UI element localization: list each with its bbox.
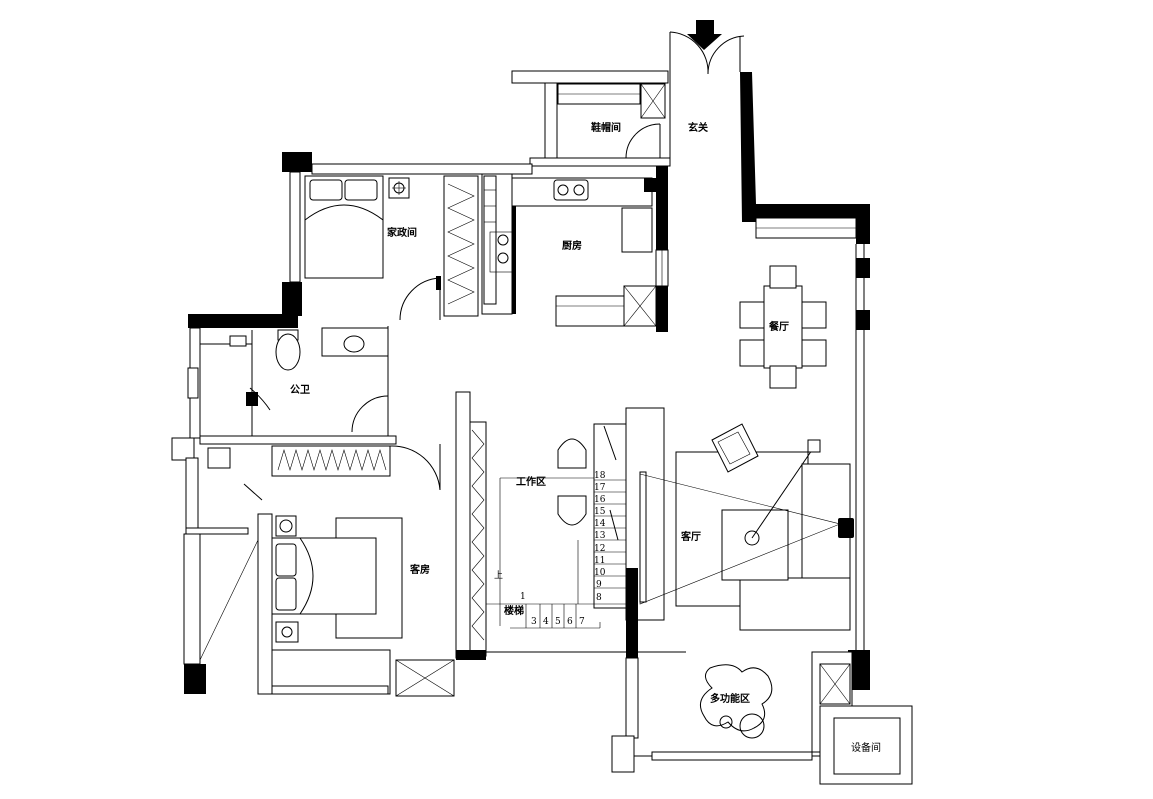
dining-table [739, 265, 827, 389]
label-entrance: 玄关 [688, 121, 708, 134]
step-5: 5 [555, 617, 561, 627]
work-chairs [557, 438, 587, 526]
label-multi-function: 多功能区 [710, 692, 750, 705]
label-cloakroom: 鞋帽间 [591, 121, 621, 134]
step-14: 14 [594, 519, 606, 529]
maid-room [282, 152, 533, 321]
step-13: 13 [594, 531, 606, 541]
label-stairs: 楼梯 [504, 604, 524, 617]
label-equipment: 设备间 [851, 741, 881, 754]
step-3: 3 [531, 617, 537, 627]
entry-door [669, 31, 745, 160]
step-16: 16 [594, 495, 606, 505]
label-guest-room: 客房 [409, 563, 430, 576]
stair-up-mark: 上 [494, 570, 503, 581]
step-11: 11 [594, 556, 605, 566]
label-maid-room: 家政间 [387, 226, 417, 239]
label-dining: 餐厅 [768, 320, 789, 333]
multi-function-area [611, 651, 913, 785]
step-7: 7 [579, 617, 585, 627]
guest-room [171, 437, 455, 697]
step-9: 9 [596, 580, 602, 590]
kitchen [481, 166, 669, 332]
step-4: 4 [543, 617, 549, 627]
staircase [486, 423, 627, 629]
step-15: 15 [594, 507, 606, 517]
label-public-bath: 公卫 [290, 384, 310, 396]
step-8: 8 [596, 593, 602, 603]
label-kitchen: 厨房 [562, 239, 582, 252]
stair-wall [455, 391, 686, 660]
step-12: 12 [594, 544, 605, 554]
label-work-area: 工作区 [516, 475, 546, 488]
living-room [625, 407, 854, 658]
step-6: 6 [567, 617, 573, 627]
step-17: 17 [594, 483, 606, 493]
step-10: 10 [594, 568, 606, 578]
public-bathroom [187, 314, 397, 445]
step-1: 1 [520, 592, 526, 602]
exterior-wall-right [740, 72, 870, 690]
cloakroom-area [511, 70, 671, 167]
entrance-arrow-icon [687, 20, 722, 50]
label-living: 客厅 [680, 530, 701, 543]
step-18: 18 [594, 471, 606, 481]
